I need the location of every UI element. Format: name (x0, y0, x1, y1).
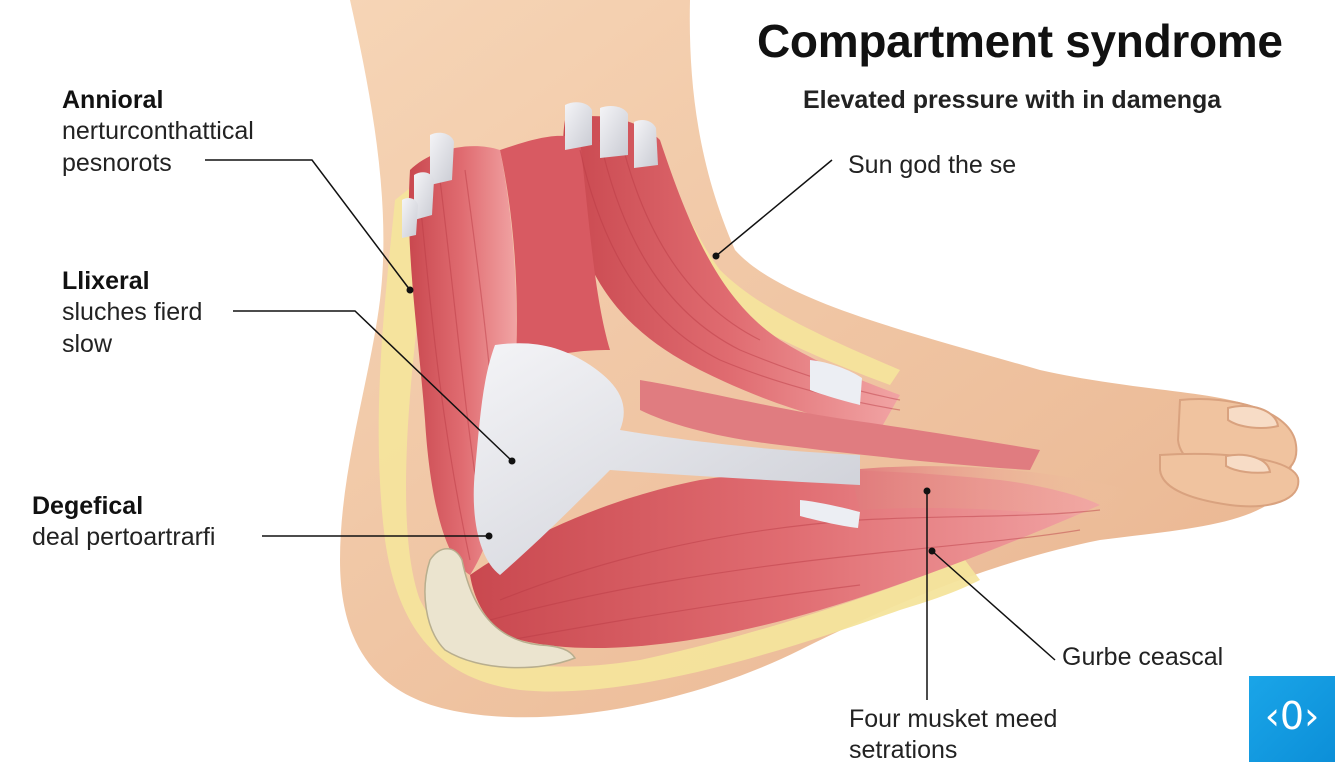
dot-degefical (485, 532, 493, 540)
dot-annioral (406, 286, 414, 294)
label-degefical-heading: Degefical (32, 492, 144, 520)
label-sun-god: Sun god the se (848, 151, 1017, 179)
calcaneus-bone (424, 548, 577, 669)
label-annioral-line2: pesnorots (62, 149, 172, 177)
label-annioral-line1: nerturconthattical (62, 117, 254, 145)
tendon-left-2 (414, 172, 434, 220)
label-degefical: Degefical deal pertoartrarfi (32, 492, 215, 553)
tendon-forefoot-2 (800, 500, 860, 528)
diagram-subtitle: Elevated pressure with in damenga (803, 86, 1222, 114)
anterior-muscle (563, 116, 900, 430)
dot-four (923, 487, 931, 495)
dot-llixeral (508, 457, 516, 465)
label-annioral-heading: Annioral (62, 86, 164, 114)
label-degefical-line1: deal pertoartrarfi (32, 523, 216, 551)
label-llixeral-line2: slow (62, 330, 113, 358)
toenail (1227, 405, 1280, 429)
label-four-line1: Four musket meed (849, 705, 1058, 733)
label-llixeral-heading: Llixeral (62, 267, 150, 295)
label-gurbe-ceascal: Gurbe ceascal (1062, 643, 1224, 671)
tendon-top-1 (565, 102, 592, 150)
label-llixeral: Llixeral sluches fierd slow (62, 267, 202, 360)
tendon-forefoot (810, 360, 862, 405)
label-llixeral-line1: sluches fierd (62, 298, 203, 326)
tendon-top-3 (634, 120, 658, 168)
tendons (402, 102, 862, 575)
tendon-top-2 (600, 106, 628, 158)
leader-gurbe (931, 550, 1056, 661)
lateral-muscle (500, 135, 610, 380)
dot-gurbe (928, 547, 936, 555)
label-four-line2: setrations (849, 736, 958, 764)
leader-llixeral (233, 310, 513, 462)
toenail-2 (1225, 453, 1272, 474)
diagram-title: Compartment syndrome (757, 15, 1283, 67)
toes (1159, 398, 1300, 508)
tendon-left-3 (402, 197, 418, 238)
brand-logo-icon: ‹0› (1264, 694, 1320, 738)
leader-annioral (205, 159, 411, 291)
leader-dots (406, 252, 936, 555)
label-annioral: Annioral nerturconthattical pesnorots (62, 86, 254, 179)
dot-sun (712, 252, 720, 260)
leader-sun (715, 159, 833, 257)
central-tendon-sheath (473, 343, 860, 575)
plantar-muscle-fade (850, 466, 1130, 520)
dorsal-muscle (640, 380, 1040, 470)
leader-lines (205, 159, 1056, 700)
plantar-muscle (470, 470, 1100, 649)
label-four-musket: Four musket meed setrations (849, 704, 1057, 766)
tendon-left-1 (430, 132, 454, 185)
brand-logo-badge: ‹0› (1249, 676, 1335, 762)
